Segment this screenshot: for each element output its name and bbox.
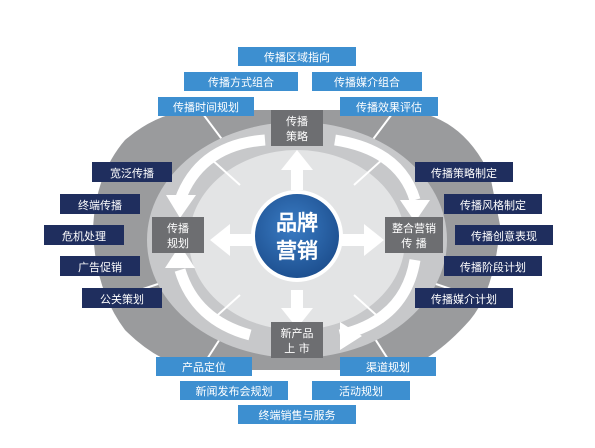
- node-bottom: 新产品 上 市: [271, 322, 323, 358]
- node-top-line1: 传播: [286, 114, 308, 128]
- node-right-line2: 传 播: [401, 236, 427, 250]
- label-top-4: 传播效果评估: [356, 100, 422, 114]
- node-top: 传播 策略: [271, 110, 323, 146]
- bottom-labels: 产品定位 渠道规划 新闻发布会规划 活动规划 终端销售与服务: [156, 357, 436, 424]
- label-left-4: 公关策划: [100, 292, 144, 306]
- node-right: 整合营销 传 播: [385, 217, 443, 253]
- label-top-1: 传播方式组合: [208, 75, 274, 89]
- center-arrows: [210, 150, 384, 328]
- label-left-1: 终端传播: [78, 198, 122, 212]
- label-top-0: 传播区域指向: [264, 50, 330, 64]
- top-labels: 传播区域指向 传播方式组合 传播媒介组合 传播时间规划 传播效果评估: [158, 47, 438, 116]
- node-left-line1: 传播: [167, 221, 189, 235]
- left-labels: 宽泛传播 终端传播 危机处理 广告促销 公关策划: [44, 162, 172, 308]
- label-right-4: 传播媒介计划: [431, 292, 497, 306]
- node-right-line1: 整合营销: [392, 221, 436, 235]
- label-bottom-2: 新闻发布会规划: [196, 384, 273, 398]
- node-bottom-line1: 新产品: [281, 326, 314, 340]
- center-title-line1: 品牌: [276, 211, 318, 235]
- label-right-0: 传播策略制定: [431, 166, 497, 180]
- label-top-2: 传播媒介组合: [334, 75, 400, 89]
- node-left-line2: 规划: [167, 236, 189, 250]
- cycle-arrowheads: [165, 195, 430, 350]
- label-left-0: 宽泛传播: [110, 166, 154, 180]
- label-bottom-4: 终端销售与服务: [259, 408, 336, 422]
- label-right-3: 传播阶段计划: [460, 260, 526, 274]
- center-circle: [251, 190, 343, 282]
- label-right-1: 传播风格制定: [460, 198, 526, 212]
- label-right-2: 传播创意表现: [471, 229, 537, 243]
- node-top-line2: 策略: [286, 129, 308, 143]
- label-bottom-0: 产品定位: [182, 360, 226, 374]
- label-bottom-1: 渠道规划: [366, 360, 410, 374]
- center-title-line2: 营销: [276, 239, 318, 263]
- node-left: 传播 规划: [152, 217, 204, 253]
- node-bottom-line2: 上 市: [284, 341, 310, 355]
- label-bottom-3: 活动规划: [339, 384, 383, 398]
- label-top-3: 传播时间规划: [173, 100, 239, 114]
- right-labels: 传播策略制定 传播风格制定 传播创意表现 传播阶段计划 传播媒介计划: [415, 162, 553, 308]
- label-left-2: 危机处理: [62, 229, 106, 243]
- label-left-3: 广告促销: [78, 260, 122, 274]
